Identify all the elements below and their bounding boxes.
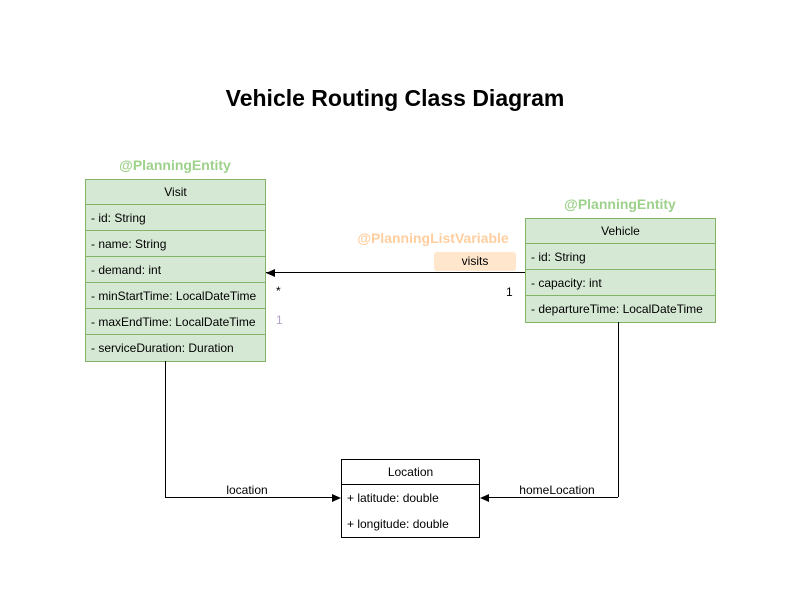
planning-list-variable-annotation: @PlanningListVariable bbox=[357, 230, 509, 246]
vehicle-attribute: - departureTime: LocalDateTime bbox=[531, 302, 703, 316]
visit-class-name: Visit bbox=[86, 180, 265, 205]
visits-arrowhead-icon bbox=[266, 269, 275, 277]
vehicle-attribute: - capacity: int bbox=[526, 270, 715, 296]
location-edge-horizontal-line bbox=[165, 497, 333, 498]
location-arrowhead-icon bbox=[332, 494, 341, 502]
vehicle-class-name: Vehicle bbox=[526, 219, 715, 244]
location-attribute: + longitude: double bbox=[347, 517, 449, 531]
location-edge-label: location bbox=[224, 483, 270, 497]
location-attribute: + latitude: double bbox=[347, 491, 439, 505]
visits-multiplicity-visit-end: * bbox=[276, 284, 281, 298]
visits-edge-label: visits bbox=[434, 252, 516, 271]
visits-edge-line bbox=[266, 272, 525, 273]
visit-attribute: - id: String bbox=[86, 205, 265, 231]
vehicle-attribute: - id: String bbox=[526, 244, 715, 270]
location-class-name: Location bbox=[342, 460, 479, 485]
vehicle-planning-entity-annotation: @PlanningEntity bbox=[564, 196, 676, 212]
location-class: Location + latitude: double + longitude:… bbox=[341, 459, 480, 538]
home-location-arrowhead-icon bbox=[480, 494, 489, 502]
visit-attribute: - demand: int bbox=[86, 257, 265, 283]
visit-attribute: - minStartTime: LocalDateTime bbox=[86, 283, 265, 309]
location-edge-vertical-line bbox=[165, 361, 166, 497]
visit-attribute: - serviceDuration: Duration bbox=[91, 341, 234, 355]
visit-class: Visit - id: String - name: String - dema… bbox=[85, 179, 266, 362]
home-location-edge-label: homeLocation bbox=[517, 483, 597, 497]
visit-planning-entity-annotation: @PlanningEntity bbox=[119, 157, 231, 173]
vehicle-class: Vehicle - id: String - capacity: int - d… bbox=[525, 218, 716, 323]
visits-index-label: 1 bbox=[276, 313, 283, 327]
diagram-title: Vehicle Routing Class Diagram bbox=[225, 85, 565, 111]
visits-multiplicity-vehicle-end: 1 bbox=[506, 285, 513, 299]
home-location-edge-vertical-line bbox=[618, 322, 619, 497]
visit-attribute: - maxEndTime: LocalDateTime bbox=[86, 309, 265, 335]
visit-attribute: - name: String bbox=[86, 231, 265, 257]
home-location-edge-horizontal-line bbox=[489, 497, 618, 498]
